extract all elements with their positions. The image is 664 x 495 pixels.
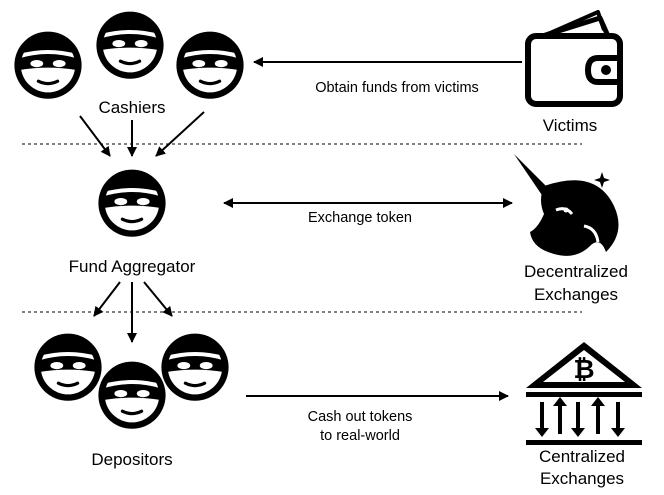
arrow-aggregator-right: [143, 281, 173, 317]
arrow-cashier-right: [155, 111, 205, 157]
masked-thief-icon: [96, 360, 168, 431]
fund-aggregator-label: Fund Aggregator: [68, 257, 196, 276]
masked-thief-icon: [96, 168, 168, 239]
masked-thief-icon: [174, 30, 246, 101]
dex-label-line1: Decentralized: [524, 262, 628, 281]
cashiers-label: Cashiers: [98, 98, 166, 117]
cashiers-group: [12, 10, 246, 101]
cex-label-line2: Exchanges: [539, 469, 625, 488]
wallet-icon: [525, 10, 623, 107]
arrow-aggregator-left: [93, 281, 121, 317]
depositors-group: [32, 332, 231, 431]
unicorn-icon: [514, 154, 619, 256]
cash-out-label-line1: Cash out tokens: [307, 409, 413, 425]
masked-thief-icon: [12, 30, 84, 101]
bank-bitcoin-icon: ₿: [526, 342, 642, 445]
masked-thief-icon: [94, 10, 166, 81]
cex-label-line1: Centralized: [539, 447, 625, 466]
masked-thief-icon: [32, 332, 104, 403]
arrow-cashier-left: [79, 115, 111, 157]
masked-thief-icon: [159, 332, 231, 403]
exchange-token-label: Exchange token: [308, 210, 412, 226]
depositors-label: Depositors: [91, 450, 173, 469]
arrows: [79, 57, 522, 401]
dex-label-line2: Exchanges: [533, 285, 619, 304]
cash-out-label-line2: to real-world: [320, 428, 400, 444]
svg-text:₿: ₿: [573, 355, 594, 385]
obtain-funds-label: Obtain funds from victims: [315, 80, 479, 96]
victims-label: Victims: [542, 116, 598, 135]
